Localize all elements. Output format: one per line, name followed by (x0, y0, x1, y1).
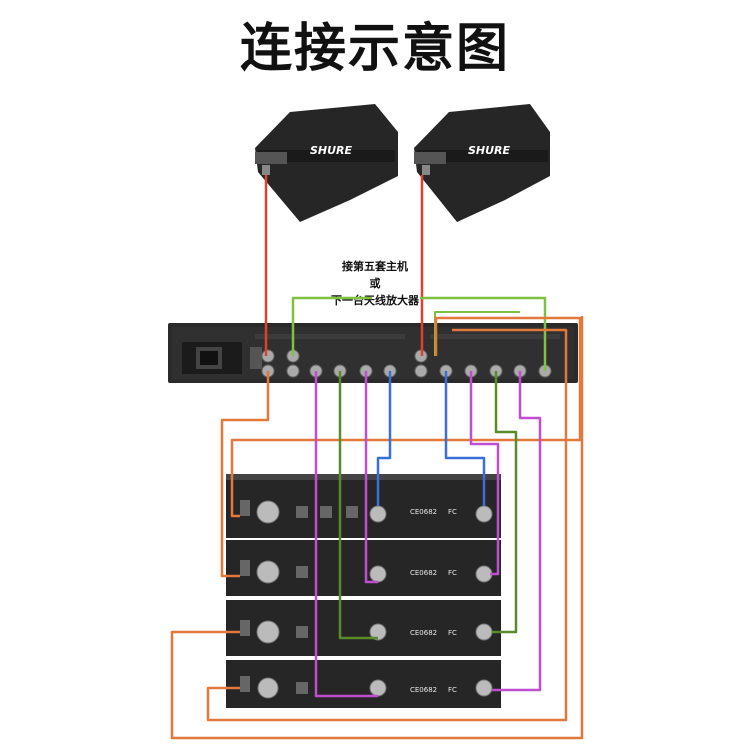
receiver-1-fc: FC (448, 508, 457, 516)
antenna-right-icon: SHURE (414, 104, 550, 222)
receiver-stack: CE0682 FC CE0682 FC CE0682 FC CE0682 FC (226, 474, 501, 708)
receiver-2-ce: CE0682 (410, 569, 437, 577)
antenna-left-brand: SHURE (310, 144, 353, 157)
receiver-2-fc: FC (448, 569, 457, 577)
antenna-right-brand: SHURE (468, 144, 511, 157)
cables (170, 175, 584, 740)
xlr-connector-icon (256, 500, 280, 524)
receiver-4-fc: FC (448, 686, 457, 694)
receiver-1-ce: CE0682 (410, 508, 437, 516)
antenna-distributor (168, 323, 578, 383)
receiver-4-ce: CE0682 (410, 686, 437, 694)
note-line-1: 接第五套主机 (342, 260, 408, 273)
receiver-3-ce: CE0682 (410, 629, 437, 637)
receiver-3-fc: FC (448, 629, 457, 637)
note-line-2: 或 (369, 277, 381, 290)
page-title: 连接示意图 (239, 19, 510, 79)
antenna-left-icon: SHURE (255, 104, 398, 222)
